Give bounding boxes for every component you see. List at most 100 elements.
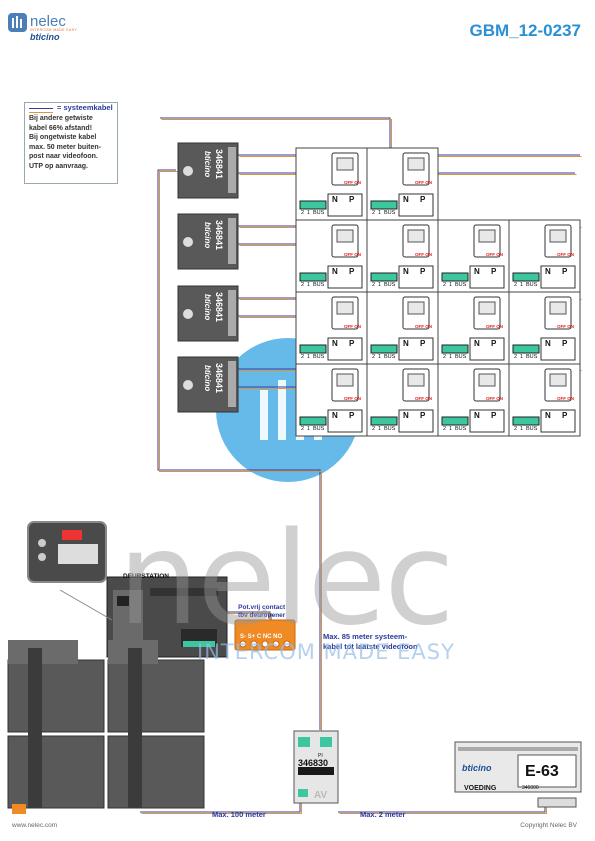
terminal-label: BUS [384,354,396,360]
supply-part: 346000 [522,785,539,791]
distributor-model: 346841 [214,363,224,393]
legend-title: = systeemkabel [57,103,113,112]
switch-label: N [474,267,480,276]
door-module-cable [140,800,301,813]
legend-body: Bij andere getwiste kabel 66% afstand! B… [29,115,101,170]
terminal-label: 1 [307,282,310,288]
switch-label: P [420,411,426,420]
videophone-status: OFF ON [486,396,503,401]
terminal-label: 1 [378,354,381,360]
legend-cable-swatch [29,108,53,113]
door-station-cable [227,613,272,622]
cable-note-max2: Max. 2 meter [360,810,406,819]
door-station-title: DEURSTATION [123,573,169,580]
terminal-label: 2 [372,210,375,216]
switch-label: N [332,339,338,348]
terminal-label: 2 [514,282,517,288]
power-unit-pi-label: PI [318,753,323,759]
terminal-label: BUS [384,426,396,432]
videophone-status: OFF ON [344,180,361,185]
videophone-status: OFF ON [344,252,361,257]
switch-label: N [403,267,409,276]
switch-label: N [403,339,409,348]
distributor-group: 346841bticino346841bticino346841bticino3… [177,142,239,413]
switch-label: P [420,339,426,348]
switch-label: N [332,411,338,420]
supply-name: VOEDING [464,785,497,792]
cable-note-max100: Max. 100 meter [212,810,266,819]
videophone-status: OFF ON [557,252,574,257]
distributor-brand: bticino [203,222,212,248]
distributor-model: 346841 [214,292,224,322]
distributor-model: 346841 [214,149,224,179]
terminal-label: 1 [520,426,523,432]
switch-label: P [562,339,568,348]
videophone-status: OFF ON [344,324,361,329]
terminal-label: BUS [313,282,325,288]
switch-label: P [491,267,497,276]
terminal-label: 2 [443,426,446,432]
terminal-label: 1 [520,282,523,288]
switch-label: N [403,411,409,420]
power-unit-label: AV [314,790,327,801]
switch-label: P [491,411,497,420]
terminal-label: 1 [520,354,523,360]
distributor-model: 346841 [214,220,224,250]
terminal-label: 1 [449,426,452,432]
door-modules [7,640,205,814]
distributor-brand: bticino [203,294,212,320]
switch-label: N [332,195,338,204]
videophone-status: OFF ON [415,180,432,185]
terminal-label: 2 [301,282,304,288]
terminal-label: BUS [384,282,396,288]
switch-label: P [420,267,426,276]
power-supply: bticino [454,741,582,808]
terminal-label: 1 [378,282,381,288]
terminal-label: BUS [313,426,325,432]
terminal-label: 1 [449,282,452,288]
videophone-status: OFF ON [415,396,432,401]
nelec-logo-icon [8,13,27,32]
relay-module: S- S+ C NC NO [234,619,296,651]
relay-terminal-screw [250,640,258,648]
cable-note-max85: Max. 85 meter systeem- kabel tot laatste… [323,632,418,651]
riser-cable [157,169,321,730]
terminal-label: 2 [443,354,446,360]
relay-terminal-screw [272,640,280,648]
brand-partner: bticino [30,32,60,42]
terminal-label: BUS [526,282,538,288]
terminal-label: 2 [301,426,304,432]
terminal-label: 1 [307,426,310,432]
terminal-label: BUS [455,282,467,288]
relay-terminal-screw [283,640,291,648]
switch-label: P [420,195,426,204]
footer-copyright: Copyright Nelec BV [520,822,577,829]
legend-box: = systeemkabel Bij andere getwiste kabel… [24,102,118,184]
switch-label: N [474,411,480,420]
brand-tagline: INTERCOM MADE EASY [30,28,78,32]
door-station-cable [226,611,271,620]
brand-name: nelec [30,13,66,30]
relay-terminal-screw [261,640,269,648]
terminal-label: BUS [313,354,325,360]
distributor-brand: bticino [203,151,212,177]
relay-title: Pot.vrij contact tbv deuropener [238,604,286,619]
switch-label: P [349,339,355,348]
terminal-label: 2 [301,210,304,216]
videophone-status: OFF ON [415,252,432,257]
riser-cable [159,171,322,732]
